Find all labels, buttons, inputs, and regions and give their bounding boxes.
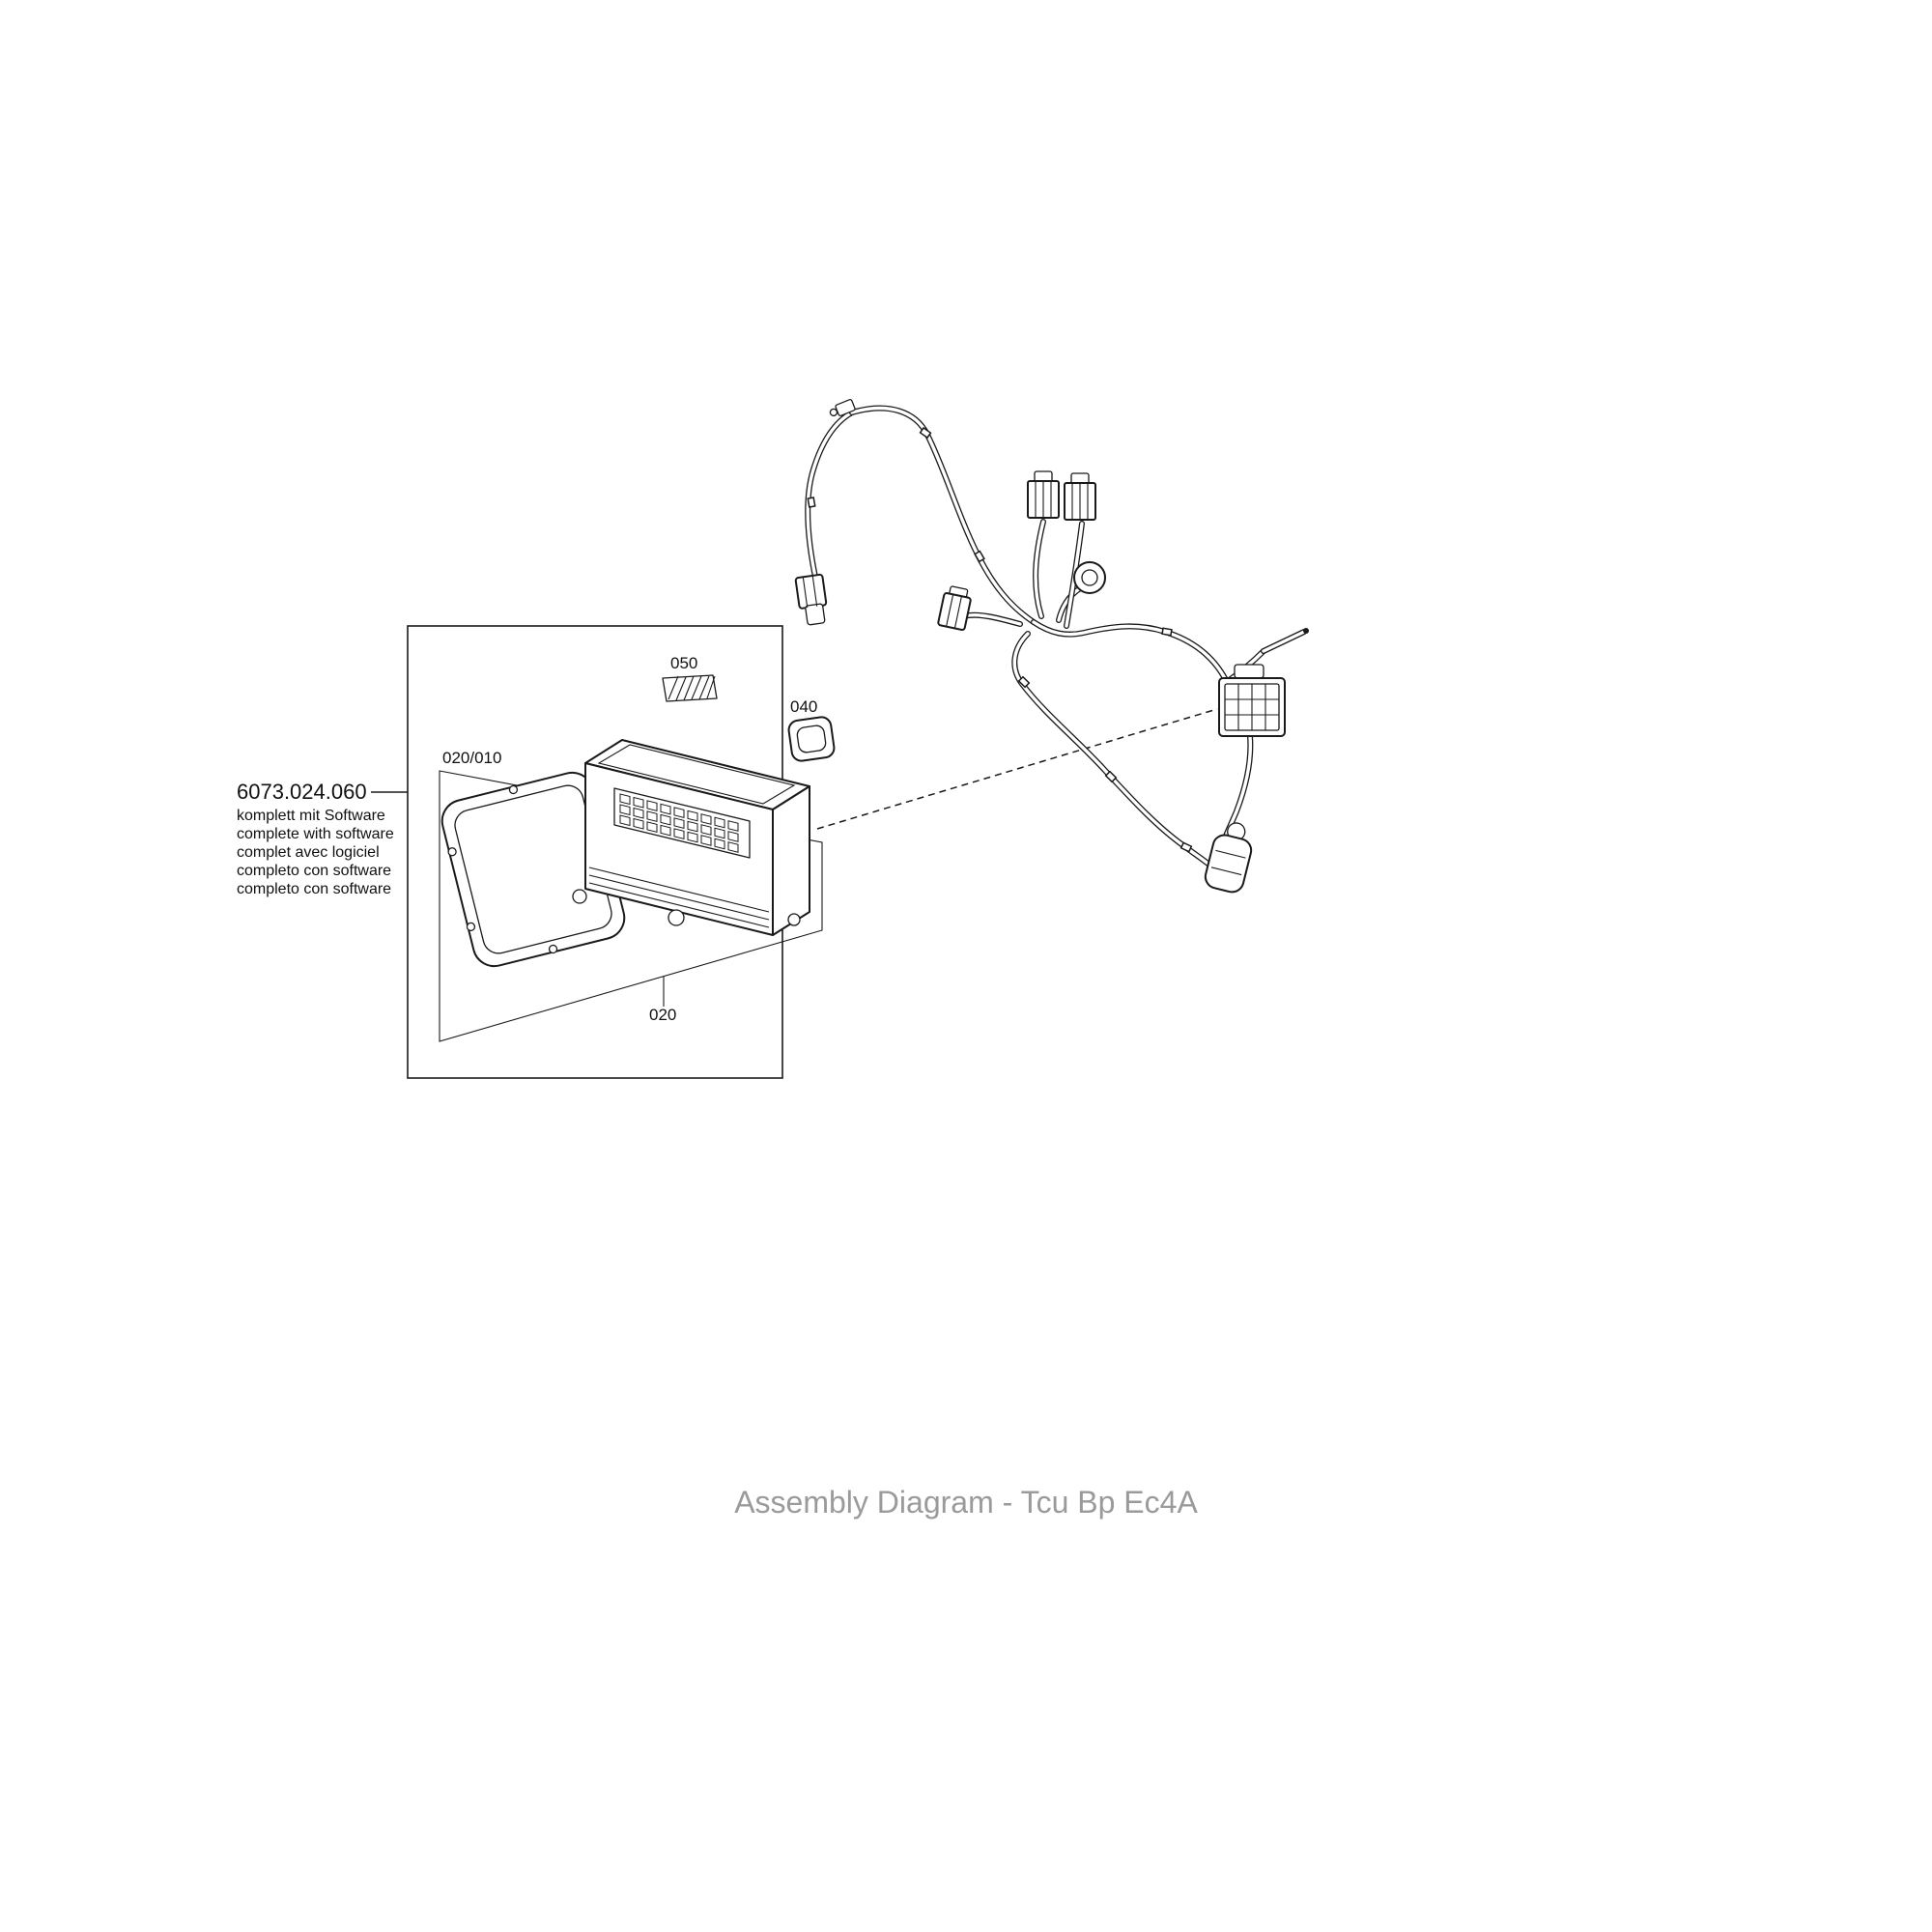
callout-040: 040 (790, 697, 817, 716)
harness-main-connector (1218, 664, 1286, 737)
tcu-mounting-boss (572, 889, 587, 904)
tcu-to-harness-leader-line (816, 708, 1218, 830)
gasket-tab (548, 944, 558, 954)
grommet-inner (796, 724, 827, 753)
tcu-pin-grid (619, 793, 739, 853)
cable-clip (919, 426, 932, 440)
harness-sensor-connector (937, 585, 972, 631)
tcu-mounting-boss (668, 909, 685, 926)
callout-050: 050 (670, 654, 697, 672)
harness-boot-connector (1204, 822, 1253, 894)
harness-end-fitting (829, 399, 856, 417)
tcu-drawing (572, 739, 810, 936)
tcu-rib (588, 874, 770, 921)
tcu-rib (588, 882, 770, 928)
harness-drawing (794, 399, 1309, 894)
part-description-line-es: completo con software (237, 863, 391, 879)
cable-clip (1161, 627, 1173, 637)
sticker-hatch-lines (668, 675, 716, 701)
cable-clip (1179, 841, 1193, 853)
cable-clip (1104, 770, 1118, 783)
cable-clip (1017, 675, 1031, 689)
harness-left-connector (794, 573, 828, 626)
cable-clip (807, 497, 816, 508)
tcu-side-face (772, 785, 810, 936)
harness-square-connector-1 (1027, 470, 1060, 519)
tcu-top-face-inset (597, 744, 796, 805)
callout-020: 020 (649, 1006, 676, 1024)
diagram-caption: Assembly Diagram - Tcu Bp Ec4A (734, 1485, 1198, 1520)
sticker-outline (662, 674, 718, 702)
part-description-line-fr: complet avec logiciel (237, 844, 380, 861)
gasket-tab (466, 922, 476, 932)
callout-020-010: 020/010 (442, 749, 501, 767)
software-label-drawing (662, 674, 718, 702)
part-description-line-de: komplett mit Software (237, 808, 385, 824)
tcu-mounting-boss (787, 913, 801, 926)
part-description-line-it: completo con software (237, 881, 391, 897)
harness-round-connector (1073, 561, 1106, 594)
gasket-tab (447, 847, 457, 857)
cable-clip (974, 550, 985, 563)
grommet-drawing (787, 716, 836, 762)
rod-tip (1303, 628, 1309, 634)
part-description-line-en: complete with software (237, 826, 394, 842)
tcu-rib (588, 867, 770, 913)
gasket-tab (508, 784, 519, 795)
part-description-block: komplett mit Software complete with soft… (237, 808, 394, 897)
harness-square-connector-2 (1064, 472, 1096, 521)
part-number: 6073.024.060 (237, 780, 367, 804)
